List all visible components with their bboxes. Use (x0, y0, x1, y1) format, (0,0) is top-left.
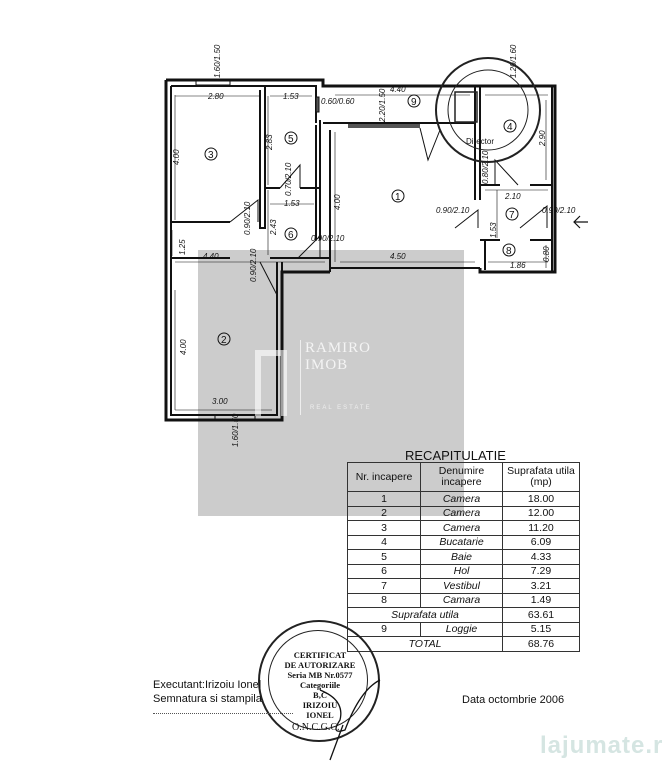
signature-label: Semnatura si stampila (153, 693, 262, 705)
room-number-2: 2 (221, 335, 227, 346)
dim-r2-height: 4.00 (179, 339, 188, 355)
dim-r5-height: 2.83 (265, 134, 274, 151)
room-number-6: 6 (288, 230, 294, 241)
table-header: Nr. incapere Denumire incapere Suprafata… (347, 462, 580, 492)
dim-door-r1: 0.90/2.10 (311, 234, 345, 243)
dim-window-top-left: 1.60/1.50 (213, 44, 222, 78)
dim-loggia-depth: 2.20/1.50 (378, 88, 387, 123)
dim-r3-height: 4.00 (172, 149, 181, 165)
dim-r6-width: 1.53 (284, 199, 300, 208)
dim-door-r5: 0.70/2.10 (284, 162, 293, 196)
room-number-1: 1 (395, 192, 401, 203)
dim-r8-height: 0.80 (542, 246, 551, 262)
dim-r5-window: 0.60/0.60 (321, 97, 355, 106)
recap-title: RECAPITULATIE (405, 448, 506, 463)
dim-loggia-width: 4.40 (390, 85, 406, 94)
watermark-divider (300, 340, 301, 415)
header-area: Suprafata utila (mp) (502, 462, 580, 492)
document-date: Data octombrie 2006 (462, 694, 565, 706)
dim-r6-height: 2.43 (269, 219, 278, 236)
dim-door-r2: 0.90/2.10 (249, 248, 258, 282)
dim-window-top-right: 1.20/1.60 (509, 44, 518, 78)
cadastre-stamp (435, 57, 541, 163)
total-value: 68.76 (502, 636, 580, 652)
dim-r1-height: 4.00 (333, 194, 342, 210)
dim-r3-width: 2.80 (207, 92, 224, 101)
stamp-line: CERTIFICAT (293, 650, 347, 660)
entry-arrow-icon (573, 215, 588, 229)
certificate-stamp-text: CERTIFICAT DE AUTORIZARE Seria MB Nr.057… (275, 650, 365, 720)
stamp-line: Categoriile (299, 680, 341, 690)
header-nr: Nr. incapere (347, 462, 421, 492)
dim-r2-width: 3.00 (212, 397, 228, 406)
watermark-line2: IMOB (305, 357, 349, 373)
dim-r5-width: 1.53 (283, 92, 299, 101)
watermark-text: RAMIRO IMOB (305, 340, 371, 374)
dim-hall-width: 4.40 (203, 252, 219, 261)
room-labels: 1 2 3 4 5 6 7 8 9 (204, 94, 519, 346)
dim-r7-width: 2.10 (504, 192, 521, 201)
room-number-5: 5 (288, 134, 294, 145)
dim-window-bottom: 1.60/1.50 (231, 413, 240, 447)
room-number-7: 7 (509, 210, 515, 221)
watermark-logo-icon (255, 350, 287, 416)
watermark-sub: REAL ESTATE (310, 405, 372, 411)
dim-r7-height: 1.53 (489, 222, 498, 238)
dim-r4-height: 2.90 (538, 130, 547, 147)
room-number-9: 9 (411, 97, 417, 108)
signature-line (153, 713, 293, 714)
brand-watermark: lajumate.ro (540, 732, 664, 759)
cadastre-stamp-label: Director (466, 137, 495, 146)
stamp-line: IONEL (306, 710, 334, 720)
executant-block: Executant:Irizoiu Ionel Semnatura si sta… (153, 678, 262, 706)
dim-hall-height: 1.25 (178, 239, 187, 255)
room-number-8: 8 (506, 246, 512, 257)
dim-r8-width: 1.86 (510, 261, 526, 270)
dim-door-r3: 0.90/2.10 (243, 201, 252, 235)
dim-door-r4: 0.80/2.10 (481, 150, 490, 184)
stamp-line: IRIZOIU (302, 700, 338, 710)
stamp-line: Seria MB Nr.0577 (287, 670, 353, 680)
dim-door-r7-left: 0.90/2.10 (436, 206, 470, 215)
stamp-line: DE AUTORIZARE (284, 660, 356, 670)
stamp-line: B,C (313, 690, 327, 700)
executant-name: Executant:Irizoiu Ionel (153, 679, 262, 691)
dimension-labels: 1.60/1.50 1.20/1.60 1.60/1.50 2.80 4.00 … (172, 44, 576, 447)
dim-door-entry: 0.90/2.10 (542, 206, 576, 215)
certificate-stamp-inner (268, 630, 368, 730)
watermark-line1: RAMIRO (305, 340, 372, 356)
recap-table: Nr. incapere Denumire incapere Suprafata… (347, 462, 580, 652)
certificate-stamp-bottom: O.N.C.G.C. (292, 722, 340, 733)
room-number-4: 4 (507, 122, 513, 133)
room-number-3: 3 (208, 150, 214, 161)
dim-r1-width: 4.50 (390, 252, 406, 261)
